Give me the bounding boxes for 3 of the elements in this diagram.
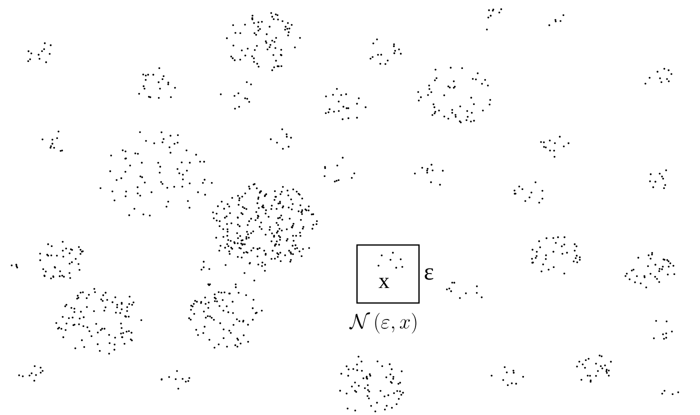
neighborhood-box: x [356, 244, 420, 304]
neighborhood-label: $\mathcal{N}\,(\varepsilon,x)$ [349, 312, 416, 334]
epsilon-label: ε [424, 268, 434, 280]
